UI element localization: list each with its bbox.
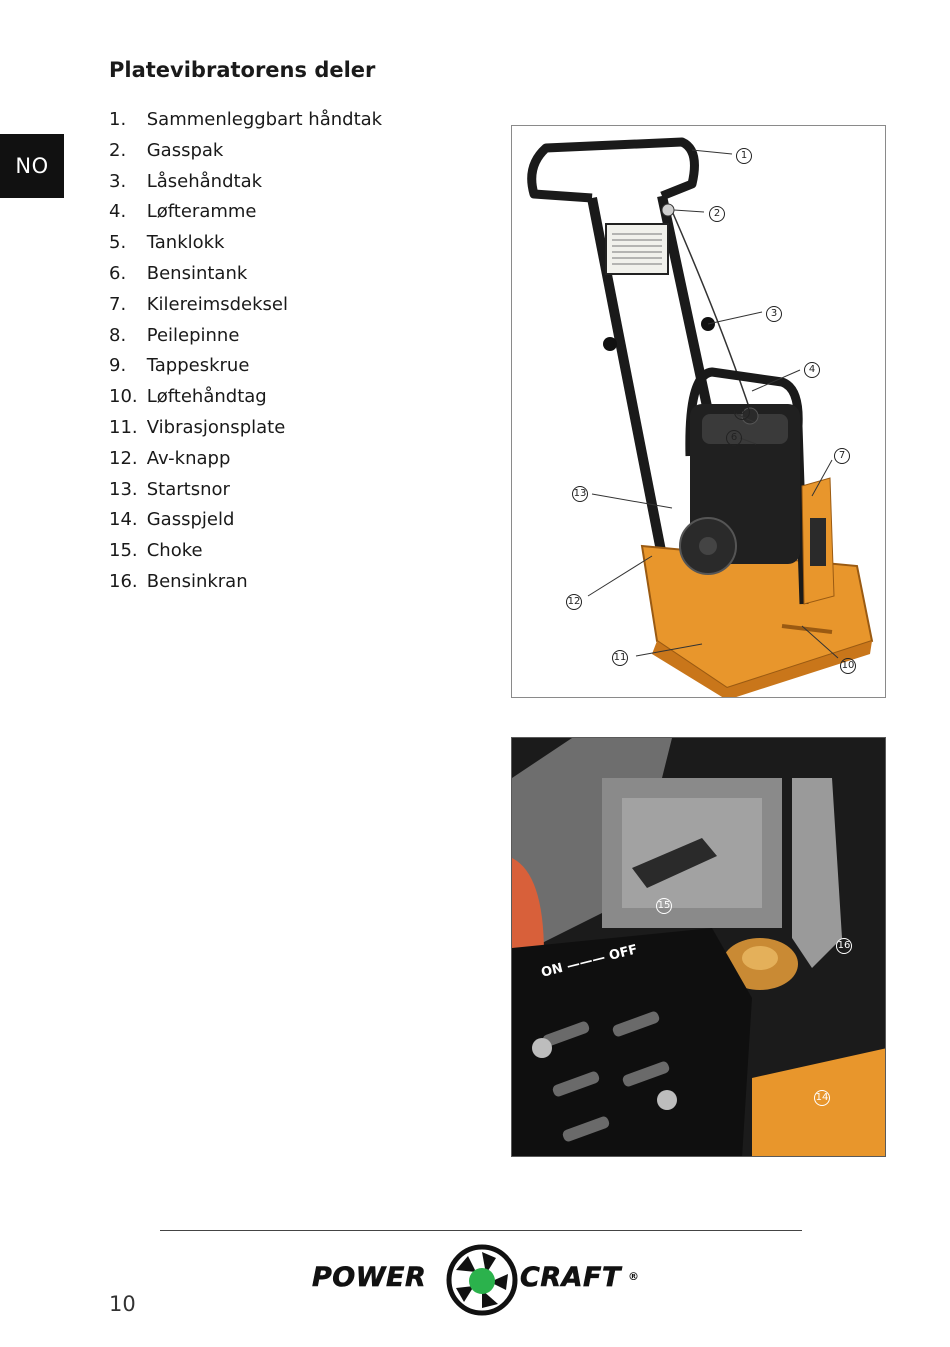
callout-6: 6 <box>726 430 742 446</box>
list-item: 12. Av-knapp <box>109 447 231 469</box>
engine-closeup-illustration <box>512 738 885 1156</box>
footer-divider <box>160 1230 802 1231</box>
compactor-photo: 1 2 3 4 5 6 7 10 11 12 13 <box>511 125 886 698</box>
callout-15: 15 <box>656 898 672 914</box>
aperture-icon <box>446 1244 518 1316</box>
language-tab: NO <box>0 134 64 198</box>
list-item: 4. Løfteramme <box>109 201 257 223</box>
powercraft-logo: POWER CRAFT ® <box>312 1244 642 1316</box>
list-item: 15. Choke <box>109 540 203 562</box>
list-item: 7. Kilereimsdeksel <box>109 293 288 315</box>
callout-12: 12 <box>566 594 582 610</box>
list-item: 11. Vibrasjonsplate <box>109 416 286 438</box>
list-item: 2. Gasspak <box>109 139 224 161</box>
compactor-illustration <box>527 137 874 697</box>
page-number: 10 <box>109 1292 136 1316</box>
list-item: 10. Løftehåndtag <box>109 386 267 408</box>
list-item: 8. Peilepinne <box>109 324 240 346</box>
callout-5: 5 <box>734 404 750 420</box>
page-title: Platevibratorens deler <box>109 58 376 82</box>
callout-7: 7 <box>834 448 850 464</box>
logo-word-craft: CRAFT <box>520 1262 621 1294</box>
list-item: 3. Låsehåndtak <box>109 170 263 192</box>
callout-10: 10 <box>840 658 856 674</box>
engine-closeup-photo: ON ——— OFF 15 16 14 <box>511 737 886 1157</box>
list-item: 9. Tappeskrue <box>109 355 250 377</box>
parts-list: 1. Sammenleggbart håndtak 2. Gasspak 3. … <box>109 106 382 599</box>
list-item: 1. Sammenleggbart håndtak <box>109 109 383 130</box>
list-item: 14. Gasspjeld <box>109 509 235 531</box>
callout-13: 13 <box>572 486 588 502</box>
callout-4: 4 <box>804 362 820 378</box>
callout-11: 11 <box>612 650 628 666</box>
registered-mark: ® <box>628 1270 639 1283</box>
callout-1: 1 <box>736 148 752 164</box>
callout-16: 16 <box>836 938 852 954</box>
logo-word-power: POWER <box>312 1262 427 1294</box>
callout-2: 2 <box>709 206 725 222</box>
callout-3: 3 <box>766 306 782 322</box>
list-item: 13. Startsnor <box>109 478 230 500</box>
list-item: 5. Tanklokk <box>109 232 225 254</box>
list-item: 16. Bensinkran <box>109 570 248 592</box>
callout-14: 14 <box>814 1090 830 1106</box>
list-item: 6. Bensintank <box>109 262 248 284</box>
